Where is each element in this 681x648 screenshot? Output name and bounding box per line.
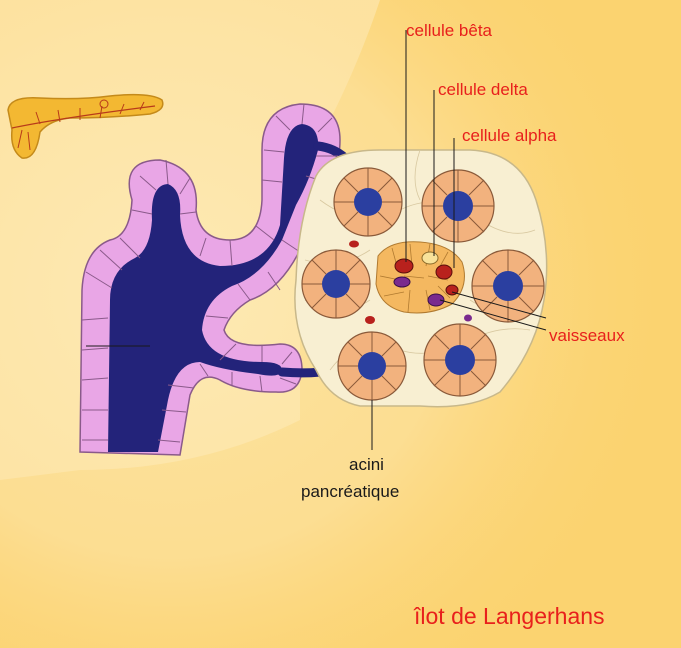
leader-lines [86,30,547,450]
alpha-cell-highlight [435,264,453,280]
vessel [349,240,359,248]
vessel [464,314,472,322]
vessel [393,276,411,288]
leader-vaisseaux [439,291,547,331]
beta-cell-highlight [394,258,414,274]
label-beta-cell: cellule bêta [406,21,493,40]
vessel [365,316,375,324]
label-vessels: vaisseaux [549,326,625,345]
diagram-title: îlot de Langerhans [414,603,605,629]
pancreas-icon [7,93,164,159]
label-acini-line1: acini [349,455,384,474]
delta-cell-highlight [421,251,439,265]
islet-of-langerhans [294,149,548,408]
label-alpha-cell: cellule alpha [462,126,557,145]
label-acini-line2: pancréatique [301,482,400,501]
label-delta-cell: cellule delta [438,80,528,99]
vessel [427,293,445,307]
endocrine-cell-cluster [375,241,465,314]
pancreatic-duct [79,103,367,456]
